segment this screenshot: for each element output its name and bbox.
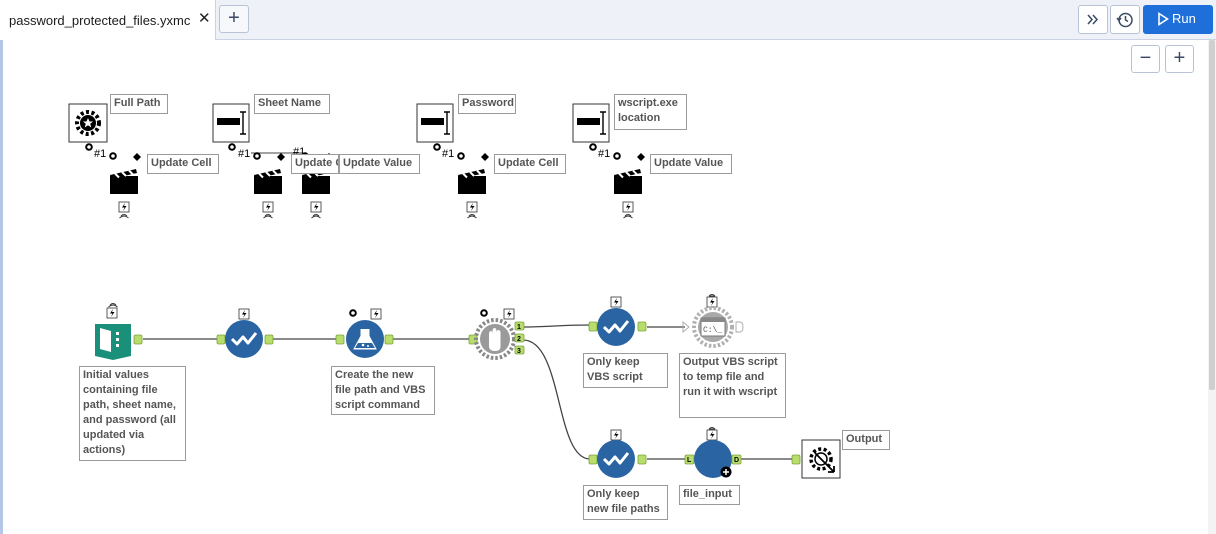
comment-output-vbs: Output VBS script to temp file and run i… xyxy=(679,353,786,418)
tool-filter-paths[interactable] xyxy=(588,429,647,478)
scrollbar-thumb[interactable] xyxy=(1209,40,1215,390)
port-3-label: 3 xyxy=(517,348,521,355)
workflow-diagram: #1 #1 #1 #1 #1 xyxy=(68,103,841,479)
tab-title: password_protected_files.yxmc xyxy=(9,13,191,28)
action-tool-4[interactable] xyxy=(457,152,489,219)
text-box-icon xyxy=(416,103,454,143)
comment-only-paths: Only keep new file paths xyxy=(583,485,668,520)
svg-text:C:\_: C:\_ xyxy=(703,326,722,335)
comment-wscript-location: wscript.exe location xyxy=(614,94,687,130)
comment-sheet-name: Sheet Name xyxy=(254,94,330,114)
tool-full-path[interactable]: #1 xyxy=(68,103,108,160)
gear-icon xyxy=(75,110,101,136)
comment-create-path: Create the new file path and VBS script … xyxy=(331,366,435,415)
macro-output-icon xyxy=(809,447,835,473)
play-icon xyxy=(1158,12,1169,26)
tool-run-command[interactable]: C:\_ xyxy=(682,294,744,348)
comment-only-vbs: Only keep VBS script xyxy=(583,353,668,388)
port-2-label: 2 xyxy=(517,336,521,343)
run-label: Run xyxy=(1172,11,1196,26)
comment-update-value-1: Update Value xyxy=(339,154,420,174)
action-tool-5[interactable] xyxy=(613,152,645,219)
hash-badge: #1 xyxy=(238,148,250,160)
port-l-label: L xyxy=(687,457,692,464)
action-icon xyxy=(109,168,139,195)
tool-control-parameter[interactable]: 1 2 3 xyxy=(468,308,525,360)
action-tool-2[interactable] xyxy=(253,152,285,219)
double-chevron-right-icon xyxy=(1087,14,1099,25)
action-icon xyxy=(613,168,643,195)
comment-full-path: Full Path xyxy=(110,94,168,114)
connection-lines xyxy=(143,152,792,460)
workflow-tab[interactable]: password_protected_files.yxmc ✕ xyxy=(0,0,216,40)
tab-bar: password_protected_files.yxmc ✕ + Run xyxy=(0,0,1216,40)
hash-badge: #1 xyxy=(598,148,610,160)
expand-panel-button[interactable] xyxy=(1078,5,1108,34)
hash-badge: #1 xyxy=(442,148,454,160)
action-tool-1[interactable] xyxy=(109,152,141,219)
comment-initial-values: Initial values containing file path, she… xyxy=(79,366,186,461)
text-box-icon xyxy=(572,103,610,143)
comment-update-value-2: Update Value xyxy=(650,154,732,174)
comment-update-c: Update C xyxy=(291,154,339,174)
zoom-out-button[interactable]: − xyxy=(1131,45,1160,73)
action-icon xyxy=(253,168,283,195)
tool-file-input[interactable]: L D xyxy=(684,427,742,479)
control-param-icon xyxy=(474,318,516,360)
tool-filter-vbs[interactable] xyxy=(588,296,647,346)
close-icon[interactable]: ✕ xyxy=(198,10,211,27)
text-box-icon xyxy=(212,103,250,143)
history-icon xyxy=(1116,12,1133,28)
comment-update-cell-1: Update Cell xyxy=(147,154,219,174)
run-button[interactable]: Run xyxy=(1143,5,1213,34)
comment-file-input: file_input xyxy=(679,485,740,505)
tool-password[interactable]: #1 xyxy=(416,103,454,160)
tool-wscript-location[interactable]: #1 xyxy=(572,103,610,160)
run-command-icon: C:\_ xyxy=(692,306,734,348)
tool-text-input[interactable] xyxy=(95,303,143,361)
new-tab-button[interactable]: + xyxy=(219,5,249,33)
tool-formula[interactable] xyxy=(335,308,394,358)
port-d-label: D xyxy=(734,457,739,464)
port-1-label: 1 xyxy=(517,324,521,331)
action-icon xyxy=(457,168,487,195)
comment-output: Output xyxy=(842,430,890,450)
tool-filter-1[interactable] xyxy=(216,308,274,358)
hash-badge: #1 xyxy=(94,148,106,160)
comment-update-cell-2: Update Cell xyxy=(494,154,566,174)
workflow-canvas[interactable]: #1 #1 #1 #1 #1 xyxy=(0,40,1212,534)
zoom-in-button[interactable]: + xyxy=(1165,45,1194,73)
tool-macro-output[interactable] xyxy=(791,439,841,479)
comment-password: Password xyxy=(458,94,516,114)
history-button[interactable] xyxy=(1110,5,1140,34)
text-input-icon xyxy=(95,324,131,360)
